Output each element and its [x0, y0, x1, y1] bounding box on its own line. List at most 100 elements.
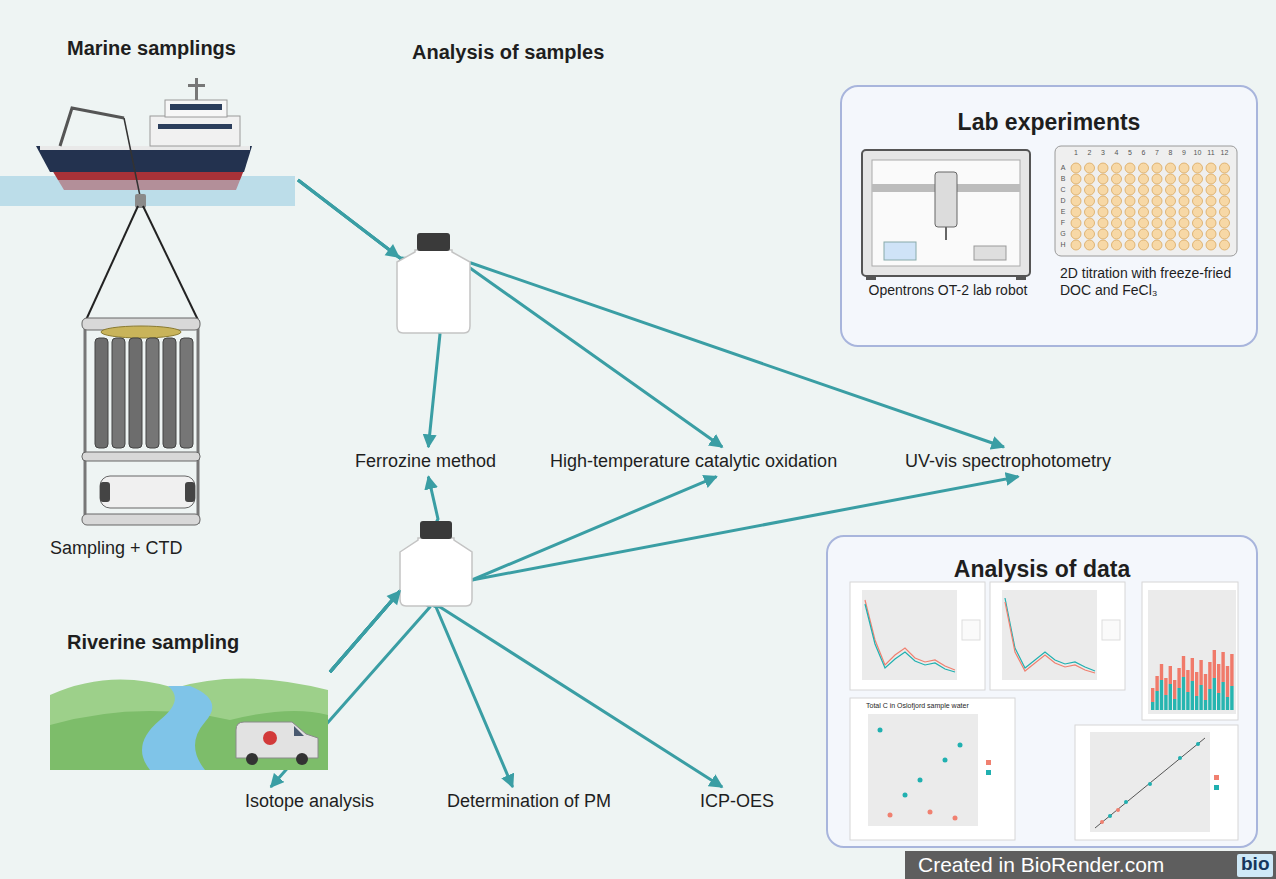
bar — [1177, 688, 1180, 710]
ctd-rosette — [84, 320, 87, 524]
well — [1098, 229, 1108, 239]
well — [1098, 240, 1108, 250]
well — [1206, 218, 1216, 228]
sample-bottle — [387, 585, 407, 605]
bar — [1221, 652, 1224, 682]
method-label: Ferrozine method — [355, 451, 496, 473]
well — [1139, 240, 1149, 250]
plate-row-letter: D — [1060, 197, 1065, 205]
well — [1098, 207, 1108, 217]
panel-heading: Analysis of data — [828, 537, 1256, 584]
well — [1220, 229, 1230, 239]
bar — [1208, 662, 1211, 689]
flow-arrow — [330, 477, 717, 672]
ctd-rosette — [95, 338, 108, 448]
bar — [1173, 680, 1176, 699]
well — [1071, 229, 1081, 239]
sampling-van — [236, 722, 318, 765]
bar — [1160, 680, 1163, 710]
ctd-rosette — [82, 452, 200, 461]
chart-thumbnail — [1108, 814, 1112, 818]
well — [1112, 185, 1122, 195]
method-label: Isotope analysis — [245, 791, 374, 813]
well — [1193, 240, 1203, 250]
well — [1071, 207, 1081, 217]
well — [1098, 218, 1108, 228]
lab-robot — [862, 150, 1030, 280]
plate-row-letter: G — [1060, 230, 1065, 238]
well — [1166, 174, 1176, 184]
plate-row-letter: C — [1060, 186, 1065, 194]
well — [1071, 218, 1081, 228]
plate-column-number: 12 — [1221, 149, 1229, 157]
bar — [1155, 676, 1158, 691]
well-plate — [1055, 146, 1237, 256]
well — [1166, 229, 1176, 239]
figure-item: 2D titration with freeze-fried DOC and F… — [1050, 147, 1250, 299]
bar — [1177, 668, 1180, 688]
well — [1112, 240, 1122, 250]
well — [1193, 218, 1203, 228]
chart-thumbnail — [1075, 725, 1238, 840]
research-ship — [36, 146, 252, 172]
method-name: UV-vis spectrophotometry — [905, 451, 1111, 473]
chart-thumbnail — [1196, 742, 1200, 746]
research-ship — [60, 108, 124, 146]
chart-thumbnail — [1178, 756, 1182, 760]
well — [1112, 174, 1122, 184]
well — [1166, 207, 1176, 217]
chart-thumbnail — [1214, 785, 1219, 790]
chart-thumbnail — [868, 714, 978, 826]
well — [1085, 196, 1095, 206]
research-ship — [86, 206, 138, 320]
well — [1112, 229, 1122, 239]
research-ship — [0, 180, 295, 206]
bar — [1204, 700, 1207, 710]
sample-bottle — [420, 521, 452, 539]
well — [1098, 196, 1108, 206]
research-ship — [135, 194, 146, 208]
bar — [1217, 693, 1220, 710]
well — [1220, 207, 1230, 217]
well — [1112, 207, 1122, 217]
bar — [1164, 678, 1167, 695]
bar — [1226, 697, 1229, 710]
bar — [1151, 688, 1154, 702]
research-ship — [188, 84, 205, 87]
well — [1152, 218, 1162, 228]
ctd-rosette — [129, 338, 142, 448]
plate-column-number: 5 — [1128, 149, 1132, 157]
chart-thumbnail — [918, 778, 923, 783]
well — [1125, 163, 1135, 173]
well — [1152, 207, 1162, 217]
research-ship — [150, 116, 240, 146]
well — [1166, 196, 1176, 206]
well — [1152, 163, 1162, 173]
method-name: Ferrozine method — [355, 451, 496, 473]
bar — [1191, 658, 1194, 681]
chart-thumbnail — [888, 813, 893, 818]
bar — [1186, 670, 1189, 692]
chart-title: Total C in Oslofjord sample water — [866, 702, 969, 710]
figure-caption: Opentrons OT-2 lab robot — [858, 282, 1038, 299]
well — [1179, 185, 1189, 195]
well — [1152, 240, 1162, 250]
research-ship — [143, 206, 198, 320]
well — [1125, 185, 1135, 195]
well — [1220, 196, 1230, 206]
bar — [1195, 696, 1198, 710]
lab-robot — [862, 150, 1030, 276]
well — [1071, 163, 1230, 250]
chart-thumbnail — [958, 743, 963, 748]
well — [1071, 240, 1081, 250]
well — [1179, 196, 1189, 206]
sampling-van — [263, 731, 277, 745]
bar — [1217, 664, 1220, 693]
well — [1166, 218, 1176, 228]
well — [1193, 174, 1203, 184]
plate-column-number: 10 — [1194, 149, 1202, 157]
well — [1125, 196, 1135, 206]
method-label: High-temperature catalytic oxidation — [550, 451, 837, 473]
well — [1166, 185, 1176, 195]
